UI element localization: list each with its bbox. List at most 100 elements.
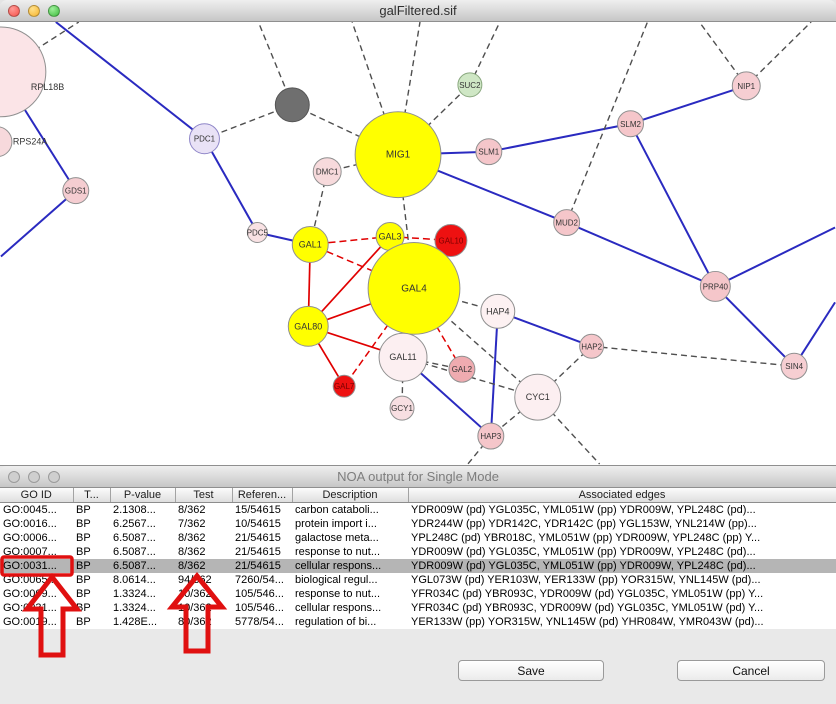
graph-node-label-GAL4: GAL4: [401, 283, 427, 294]
minimize-button[interactable]: [28, 5, 40, 17]
table-cell: BP: [76, 615, 91, 628]
graph-node-CYC1[interactable]: [514, 373, 562, 421]
graph-node-DMC1[interactable]: [312, 157, 342, 187]
table-cell: 21/54615: [235, 545, 281, 558]
table-cell: 94/362: [178, 573, 212, 586]
table-cell: 1.3324...: [113, 587, 156, 600]
graph-node-NIP1[interactable]: [731, 71, 761, 101]
graph-node-PDC5[interactable]: [246, 222, 268, 244]
table-cell: YFR034C (pd) YBR093C, YDR009W (pd) YGL03…: [411, 601, 764, 614]
graph-node-SLM1[interactable]: [475, 138, 503, 166]
graph-node-GAL80[interactable]: [287, 305, 329, 347]
main-window-titlebar: galFiltered.sif: [0, 0, 836, 22]
graph-node-GDS1[interactable]: [62, 177, 90, 205]
column-header[interactable]: T...: [73, 488, 111, 503]
graph-node-SIN4[interactable]: [780, 352, 808, 380]
table-cell: response to nut...: [295, 545, 380, 558]
table-cell: 10/54615: [235, 517, 281, 530]
column-header[interactable]: Test: [175, 488, 233, 503]
table-cell: 8.0614...: [113, 573, 156, 586]
column-header[interactable]: GO ID: [0, 488, 74, 503]
graph-node-GAL7[interactable]: [332, 374, 356, 398]
graph-edge: [55, 22, 206, 140]
graph-edge: [745, 22, 812, 87]
noa-close-button[interactable]: [8, 471, 20, 483]
noa-minimize-button[interactable]: [28, 471, 40, 483]
table-cell: 1.3324...: [113, 601, 156, 614]
graph-node-label-GAL10: GAL10: [439, 237, 464, 246]
graph-node-RPS24A[interactable]: [0, 126, 13, 157]
graph-edge: [714, 285, 795, 367]
save-button[interactable]: Save: [458, 660, 604, 681]
graph-node-PDC1[interactable]: [189, 123, 220, 155]
graph-node-HAP4[interactable]: [480, 293, 516, 329]
graph-node-MIG1[interactable]: [354, 111, 442, 199]
graph-node-label-GAL3: GAL3: [379, 232, 402, 242]
network-canvas[interactable]: RPL18BRPS24AGDS1PDC1DMC1MIG1SUC2SLM1SLM2…: [0, 22, 836, 466]
table-cell: 1.428E...: [113, 615, 158, 628]
graph-node-label-RPL18B: RPL18B: [31, 82, 64, 92]
table-cell: GO:0007...: [3, 545, 57, 558]
table-cell: BP: [76, 587, 91, 600]
graph-node-RPL18B[interactable]: [0, 26, 47, 118]
table-cell: YER133W (pp) YOR315W, YNL145W (pd) YHR08…: [411, 615, 764, 628]
table-cell: 2.1308...: [113, 503, 156, 516]
cancel-button[interactable]: Cancel: [677, 660, 825, 681]
noa-zoom-button[interactable]: [48, 471, 60, 483]
graph-node-GAL1[interactable]: [291, 226, 329, 263]
graph-node-label-GAL1: GAL1: [299, 239, 322, 249]
table-cell: 21/54615: [232, 558, 292, 573]
graph-node-label-SIN4: SIN4: [785, 362, 803, 371]
traffic-lights: [8, 5, 60, 17]
graph-node-MUD2[interactable]: [553, 209, 581, 237]
zoom-button[interactable]: [48, 5, 60, 17]
column-header[interactable]: P-value: [110, 488, 176, 503]
graph-node-SUC2[interactable]: [457, 72, 483, 98]
graph-node-label-MIG1: MIG1: [386, 150, 411, 161]
table-cell: BP: [76, 517, 91, 530]
close-button[interactable]: [8, 5, 20, 17]
noa-window-title: NOA output for Single Mode: [337, 469, 499, 484]
graph-node-GCY1[interactable]: [389, 395, 415, 421]
graph-node-label-SLM2: SLM2: [620, 120, 641, 129]
graph-node-HAP3[interactable]: [477, 422, 505, 450]
table-cell: BP: [73, 558, 110, 573]
graph-node-GAL4[interactable]: [367, 242, 461, 335]
graph-node-label-PDC1: PDC1: [194, 135, 216, 144]
table-cell: cellular respons...: [295, 601, 382, 614]
column-header[interactable]: Referen...: [232, 488, 293, 503]
table-cell: YDR009W (pd) YGL035C, YML051W (pp) YDR00…: [411, 545, 756, 558]
noa-traffic-lights: [8, 471, 60, 483]
table-cell: YDR009W (pd) YGL035C, YML051W (pp) YDR00…: [408, 558, 836, 573]
graph-edge: [629, 123, 717, 287]
graph-edge: [397, 84, 471, 156]
table-cell: YGL073W (pd) YER103W, YER133W (pp) YOR31…: [411, 573, 761, 586]
graph-node-label-NIP1: NIP1: [737, 82, 755, 91]
table-cell: 10/362: [178, 601, 212, 614]
graph-node-GAL11[interactable]: [378, 332, 428, 382]
graph-node-gray1[interactable]: [274, 87, 310, 123]
column-header[interactable]: Associated edges: [408, 488, 836, 503]
table-cell: 8/362: [178, 531, 206, 544]
graph-node-PRP40[interactable]: [699, 270, 731, 302]
graph-node-HAP2[interactable]: [579, 333, 605, 359]
graph-node-GAL10[interactable]: [434, 224, 468, 257]
table-cell: 80/362: [178, 615, 212, 628]
graph-node-GAL2[interactable]: [448, 355, 476, 383]
column-header[interactable]: Description: [292, 488, 409, 503]
table-cell: protein import i...: [295, 517, 377, 530]
graph-node-SLM2[interactable]: [617, 110, 644, 138]
graph-node-label-DMC1: DMC1: [316, 168, 339, 177]
